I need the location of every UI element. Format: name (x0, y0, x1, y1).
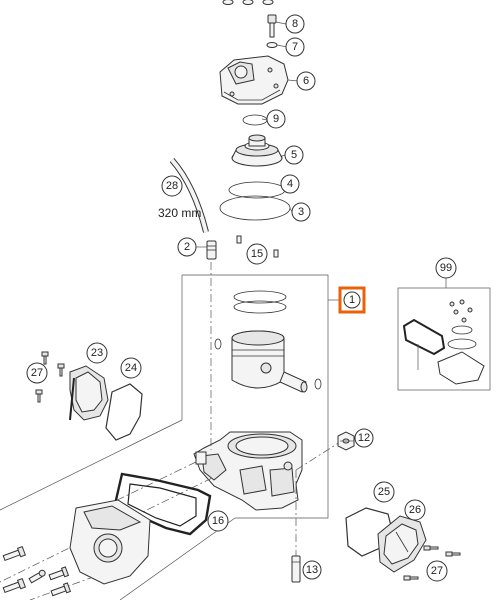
callout-label-1: 1 (349, 294, 355, 306)
piston-ring-lower (233, 300, 287, 314)
callout-23: 23 (86, 342, 108, 364)
cylinder-head-part-6 (219, 55, 289, 105)
o-ring-part-9 (242, 114, 268, 126)
callout-label-12: 12 (358, 432, 370, 444)
piston-ring-upper (233, 290, 287, 304)
bolts-27-right (403, 545, 461, 581)
washer-part-7 (266, 42, 278, 48)
callout-label-9: 9 (273, 113, 279, 125)
callout-label-8: 8 (292, 18, 298, 30)
gasket-part-24 (105, 383, 143, 441)
callout-12: 12 (354, 428, 374, 448)
callout-label-16: 16 (212, 515, 224, 527)
callout-7: 7 (285, 37, 305, 57)
dowel-pin-15a (236, 235, 242, 244)
callout-label-27-left: 27 (31, 367, 43, 379)
callout-27-right: 27 (426, 560, 448, 582)
callout-3: 3 (291, 202, 311, 222)
piston (231, 330, 285, 389)
callout-label-4: 4 (287, 178, 293, 190)
callout-label-3: 3 (298, 206, 304, 218)
callout-label-2: 2 (184, 241, 190, 253)
callout-label-24: 24 (125, 362, 137, 374)
callout-label-5: 5 (291, 149, 297, 161)
callout-2: 2 (177, 237, 197, 257)
callout-9: 9 (266, 109, 286, 129)
circlip-right (314, 378, 322, 390)
callout-label-13: 13 (306, 564, 318, 576)
hose-part-28 (169, 158, 209, 233)
top-washers (222, 0, 274, 5)
callout-label-15: 15 (251, 248, 263, 260)
callout-24: 24 (120, 357, 142, 379)
callout-label-28: 28 (166, 180, 178, 192)
callout-16: 16 (207, 510, 229, 532)
callout-1-highlight-box (338, 286, 366, 314)
hose-length-label: 320 mm (158, 206, 201, 220)
callout-28: 28 (161, 175, 183, 197)
callout-label-6: 6 (303, 75, 309, 87)
screws-lower-left (2, 545, 72, 597)
callout-5: 5 (284, 145, 304, 165)
cover-part-23 (69, 365, 109, 421)
exhaust-flange (69, 499, 151, 585)
dowel-pin-15b (273, 249, 279, 258)
screw-part-8 (267, 14, 277, 38)
circlip-left (214, 338, 222, 350)
callout-4: 4 (280, 174, 300, 194)
o-ring-part-4 (228, 181, 286, 199)
stud-part-13 (291, 555, 301, 583)
callout-label-25: 25 (378, 486, 390, 498)
callout-25: 25 (373, 481, 395, 503)
callout-label-26: 26 (409, 504, 421, 516)
leader-lines (196, 21, 354, 442)
callout-label-99: 99 (440, 262, 452, 274)
o-ring-part-3 (219, 195, 291, 221)
callout-label-23: 23 (91, 347, 103, 359)
callout-26: 26 (404, 499, 426, 521)
combustion-insert-part-5 (231, 134, 283, 167)
gasket-kit-box-99 (397, 287, 491, 391)
callouts: 8 7 6 9 5 4 3 28 2 15 99 1 23 27 24 12 1… (26, 14, 457, 582)
callout-13: 13 (302, 560, 322, 580)
part-1-frame (182, 274, 329, 519)
callout-label-7: 7 (292, 41, 298, 53)
cylinder (193, 431, 303, 511)
callout-99: 99 (435, 257, 457, 279)
callout-8: 8 (285, 14, 305, 34)
piston-pin (279, 371, 308, 393)
callout-15: 15 (246, 243, 268, 265)
callout-27-left: 27 (26, 362, 48, 384)
callout-6: 6 (296, 71, 316, 91)
bolts-27-left (35, 351, 65, 403)
callout-1-highlighted[interactable]: 1 (338, 286, 366, 314)
cover-part-26 (377, 515, 427, 573)
nipple-part-2 (206, 240, 217, 260)
callout-label-27-right: 27 (431, 565, 443, 577)
